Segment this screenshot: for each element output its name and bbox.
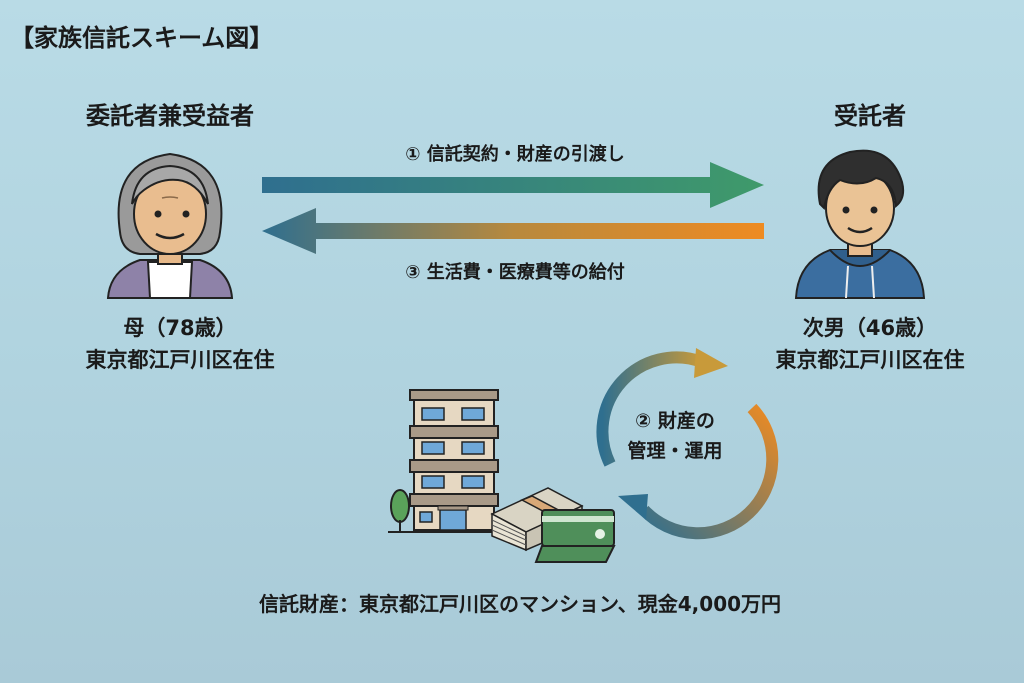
- settlor-info: 母（78歳） 東京都江戸川区在住: [30, 312, 330, 376]
- bank-card-icon: [534, 509, 616, 563]
- settlor-role-label: 委託者兼受益者: [86, 102, 254, 130]
- cycle-label-line1: ② 財産の: [635, 410, 715, 432]
- management-cycle-arrows: [596, 348, 779, 540]
- trustee-name-age: 次男（46歳）: [802, 316, 938, 340]
- diagram-title: 【家族信託スキーム図】: [10, 24, 274, 52]
- trustee-info: 次男（46歳） 東京都江戸川区在住: [725, 312, 1015, 376]
- benefit-arrow-left: [262, 208, 764, 254]
- cycle-label: ② 財産の 管理・運用: [590, 406, 760, 466]
- flow-label-transfer: ① 信託契約・財産の引渡し: [405, 144, 625, 165]
- flow-label-benefit: ③ 生活費・医療費等の給付: [405, 262, 625, 283]
- settlor-name-age: 母（78歳）: [123, 316, 237, 340]
- young-man-avatar-icon: [794, 149, 926, 299]
- trustee-residence: 東京都江戸川区在住: [775, 348, 965, 372]
- trust-assets-footer: 信託財産：東京都江戸川区のマンション、現金4,000万円: [258, 592, 782, 616]
- trustee-role-label: 受託者: [834, 102, 906, 130]
- settlor-residence: 東京都江戸川区在住: [85, 348, 275, 372]
- cycle-label-line2: 管理・運用: [627, 440, 723, 462]
- elderly-woman-avatar-icon: [106, 152, 234, 299]
- apartment-building-icon: [388, 389, 508, 533]
- transfer-arrow-right: [262, 162, 764, 208]
